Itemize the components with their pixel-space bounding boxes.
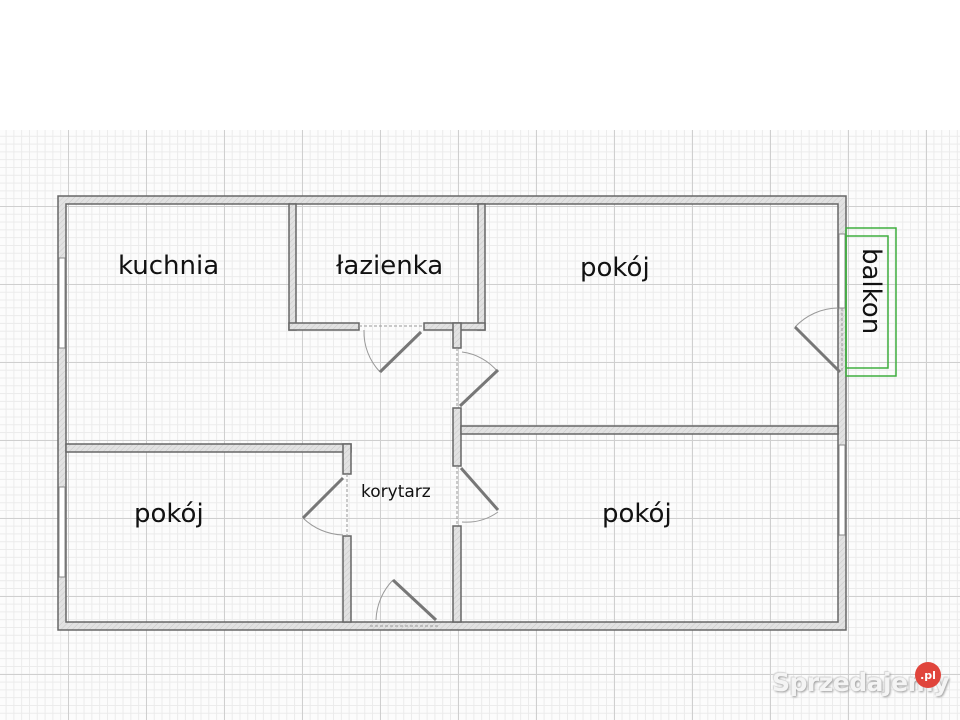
room-label-kitchen: kuchnia <box>118 251 220 281</box>
room-label-balcony: balkon <box>856 248 886 335</box>
outer-walls <box>57 195 847 631</box>
room-label-top-right: pokój <box>580 253 650 283</box>
room-label-corridor: korytarz <box>361 482 431 502</box>
windows <box>58 233 846 578</box>
room-label-bathroom: łazienka <box>336 251 444 281</box>
doors <box>301 307 843 627</box>
room-label-bottom-left: pokój <box>134 499 204 529</box>
room-label-bottom-right: pokój <box>602 499 672 529</box>
balcony-outline <box>845 227 897 377</box>
watermark-badge: .pl <box>915 662 941 688</box>
